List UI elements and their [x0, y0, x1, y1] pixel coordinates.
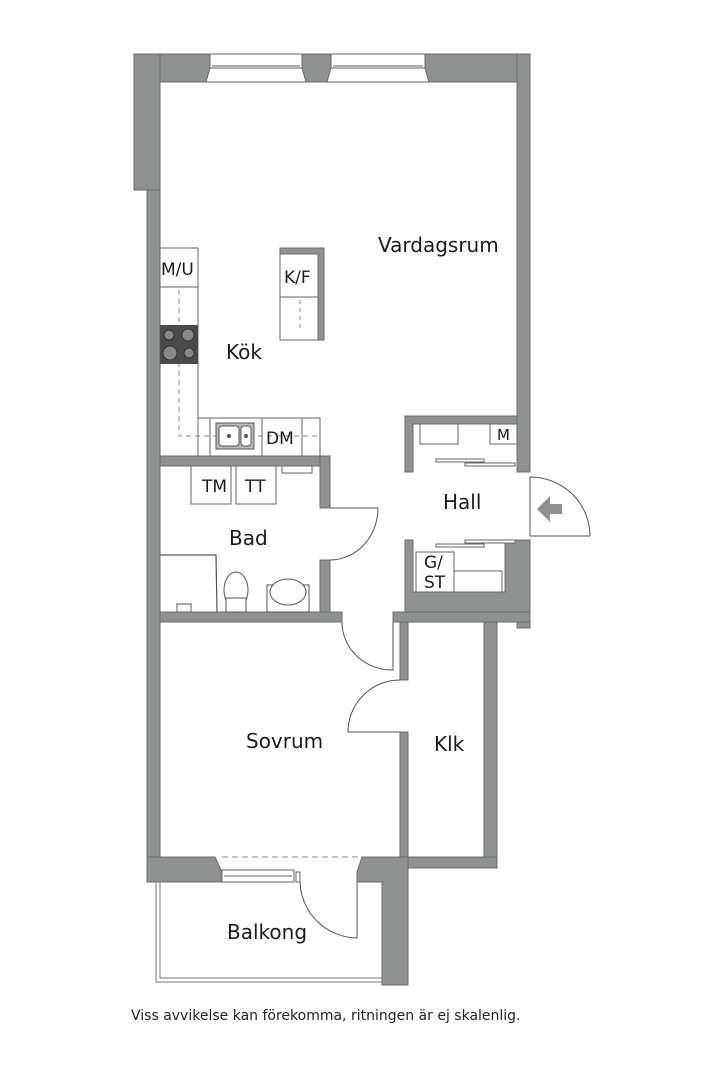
fixture-gst-2: ST	[424, 573, 446, 593]
sink-icon	[215, 422, 255, 450]
wall-hall-upper-closet	[404, 415, 518, 473]
shower-rail	[160, 554, 218, 613]
washing-machine	[190, 465, 232, 505]
fixture-mu: M/U	[161, 260, 194, 280]
shower-tap-icon	[176, 603, 192, 613]
fridge-freezer	[279, 247, 325, 341]
wall-right-upper	[516, 53, 531, 473]
washbasin-icon	[266, 578, 310, 613]
hall-m-shelf	[489, 423, 518, 445]
fixture-m: M	[497, 426, 510, 444]
room-label-vardagsrum: Vardagsrum	[378, 233, 499, 257]
wall-bad-right-upper	[319, 455, 331, 509]
window-top-left	[205, 53, 307, 83]
hall-gst-shelf	[415, 551, 455, 593]
wall-sovrum-bottom-left	[146, 856, 223, 883]
stove-icon	[160, 325, 198, 364]
fixture-tt: TT	[244, 477, 266, 497]
balcony-door[interactable]	[299, 881, 358, 939]
wall-left	[146, 189, 161, 881]
wall-sovrum-klk-lower	[399, 731, 409, 858]
room-label-kok: Kök	[226, 340, 262, 364]
tumble-dryer	[235, 465, 277, 505]
wall-klk-right	[483, 621, 498, 869]
room-label-hall: Hall	[443, 490, 481, 514]
fixture-kf: K/F	[284, 268, 311, 288]
disclaimer-text: Viss avvikelse kan förekomma, ritningen …	[131, 1008, 521, 1024]
fixture-dm: DM	[266, 429, 294, 449]
wall-sovrum-klk	[399, 621, 409, 681]
wall-kitchen-bad	[159, 455, 331, 467]
wall-bad-bottom	[159, 611, 343, 623]
wall-hall-bottom	[392, 611, 531, 623]
sovrum-door[interactable]	[341, 621, 394, 671]
room-label-klk: Klk	[434, 732, 465, 756]
balcony	[155, 882, 382, 983]
room-label-bad: Bad	[229, 526, 268, 550]
room-label-sovrum: Sovrum	[246, 729, 323, 753]
fixture-gst-1: G/	[424, 553, 443, 573]
toilet-icon	[223, 571, 249, 613]
wall-left-upper	[133, 53, 161, 191]
wall-klk-bottom	[407, 856, 498, 869]
window-balcony	[221, 869, 301, 883]
bad-door[interactable]	[329, 507, 379, 561]
hall-upper-shelf	[419, 423, 459, 445]
fixture-tm: TM	[201, 477, 227, 497]
klk-door[interactable]	[347, 679, 401, 733]
wall-sovrum-bottom-right	[356, 856, 409, 986]
wall-bad-right-lower	[319, 559, 331, 613]
room-label-balkong: Balkong	[227, 920, 307, 944]
entrance-arrow-icon	[537, 496, 562, 522]
window-top-right	[326, 53, 430, 83]
